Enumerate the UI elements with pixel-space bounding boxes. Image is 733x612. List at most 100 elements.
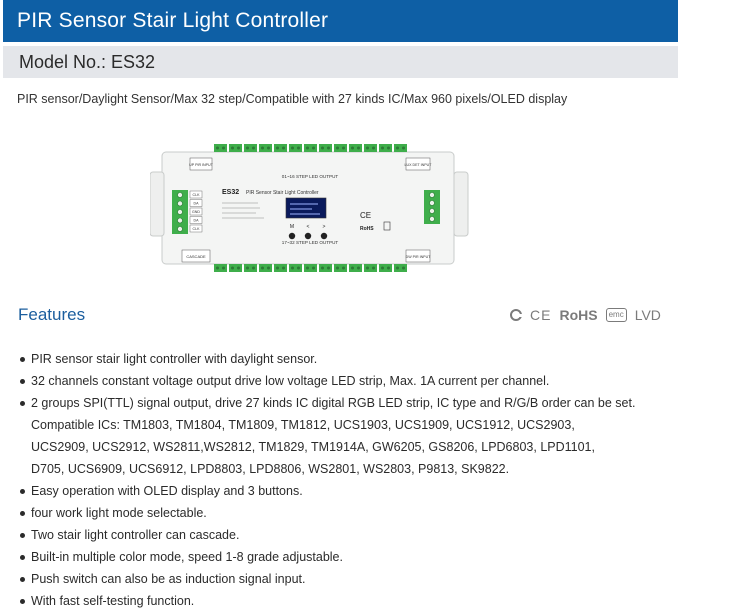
compatible-ics-line: Compatible ICs: TM1803, TM1804, TM1809, … [31, 418, 575, 432]
terminal-block [319, 144, 332, 152]
terminal-screw [246, 266, 249, 270]
terminal-screw [402, 146, 405, 150]
feature-item: 2 groups SPI(TTL) signal output, drive 2… [18, 392, 708, 480]
terminal-screw [336, 266, 339, 270]
terminal-screw [267, 146, 270, 150]
terminal-screw [276, 266, 279, 270]
terminal-block [319, 264, 332, 272]
terminal-block [289, 264, 302, 272]
terminal-block [214, 264, 227, 272]
terminal-screw [327, 146, 330, 150]
feature-item: Two stair light controller can cascade. [18, 524, 708, 546]
spi-label: CLK [193, 193, 201, 197]
left-terminal-screws [177, 192, 183, 232]
terminal-block [274, 264, 287, 272]
dw-pir-label: DW PIR INPUT [406, 255, 432, 259]
terminal-screw [216, 266, 219, 270]
feature-item: 32 channels constant voltage output driv… [18, 370, 708, 392]
device-button-label: > [323, 224, 326, 230]
terminal-block [229, 264, 242, 272]
page-title: PIR Sensor Stair Light Controller [17, 9, 329, 32]
terminal-screw [222, 266, 225, 270]
product-tagline: PIR sensor/Daylight Sensor/Max 32 step/C… [17, 92, 568, 106]
device-button [320, 232, 328, 240]
terminal-screw [222, 146, 225, 150]
terminal-block [274, 144, 287, 152]
terminal-screw [306, 266, 309, 270]
terminal-screw [267, 266, 270, 270]
bottom-terminal-strip [214, 264, 407, 272]
terminal-block [394, 144, 407, 152]
terminal-screw [246, 146, 249, 150]
terminal-screw [306, 146, 309, 150]
terminal-screw [312, 146, 315, 150]
terminal-screw [177, 217, 183, 224]
right-terminal-screws [429, 192, 435, 222]
lux-det-label-box [405, 157, 431, 171]
spi-label: DA [194, 219, 200, 223]
terminal-screw [351, 266, 354, 270]
terminal-screw [429, 200, 435, 206]
device-button [288, 232, 296, 240]
terminal-block [334, 264, 347, 272]
feature-item: With fast self-testing function. [18, 590, 708, 612]
terminal-screw [387, 266, 390, 270]
terminal-screw [237, 146, 240, 150]
terminal-screw [357, 266, 360, 270]
bottom-output-label: 17~32 STEP LED OUTPUT [282, 240, 339, 245]
terminal-block [379, 144, 392, 152]
terminal-screw [321, 146, 324, 150]
terminal-block [304, 264, 317, 272]
terminal-screw [387, 146, 390, 150]
terminal-screw [177, 192, 183, 198]
terminal-screw [237, 266, 240, 270]
terminal-screw [327, 266, 330, 270]
terminal-block [259, 264, 272, 272]
terminal-screw [366, 146, 369, 150]
terminal-block [364, 264, 377, 272]
feature-item: PIR sensor stair light controller with d… [18, 348, 708, 370]
terminal-screw [291, 146, 294, 150]
rohs-mark: RoHS [559, 307, 598, 323]
terminal-screw [252, 146, 255, 150]
model-number: Model No.: ES32 [19, 52, 156, 72]
terminal-screw [372, 146, 375, 150]
terminal-screw [372, 266, 375, 270]
cascade-label-box [181, 249, 211, 263]
terminal-block [289, 144, 302, 152]
terminal-block [244, 144, 257, 152]
terminal-block [379, 264, 392, 272]
terminal-screw [342, 146, 345, 150]
spi-label: DA [194, 202, 200, 206]
terminal-screw [177, 209, 183, 215]
terminal-block [214, 144, 227, 152]
spi-label-box [189, 224, 203, 233]
terminal-screw [429, 216, 435, 222]
lvd-mark: LVD [634, 307, 661, 323]
terminal-screw [336, 146, 339, 150]
terminal-screw [366, 266, 369, 270]
certification-row: CE RoHS emc LVD [510, 305, 661, 325]
feature-list: PIR sensor stair light controller with d… [18, 348, 708, 612]
terminal-screw [321, 266, 324, 270]
up-pir-label: UP PIR INPUT [189, 163, 214, 167]
oled-display [285, 197, 327, 219]
ce-mark: CE [530, 307, 552, 323]
terminal-screw [261, 146, 264, 150]
spi-label: GND [192, 210, 200, 214]
compatible-ics-line: UCS2909, UCS2912, WS2811,WS2812, TM1829,… [31, 440, 595, 454]
page-title-bar: PIR Sensor Stair Light Controller [3, 0, 678, 42]
spi-label-box [189, 207, 203, 216]
model-number-bar: Model No.: ES32 [3, 46, 678, 78]
top-terminal-strip [214, 144, 407, 152]
terminal-screw [342, 266, 345, 270]
device-button [304, 232, 312, 240]
terminal-screw [429, 208, 435, 214]
terminal-screw [402, 266, 405, 270]
terminal-screw [312, 266, 315, 270]
terminal-screw [261, 266, 264, 270]
device-button-label: < [307, 224, 310, 230]
terminal-screw [429, 192, 435, 198]
terminal-block [229, 144, 242, 152]
